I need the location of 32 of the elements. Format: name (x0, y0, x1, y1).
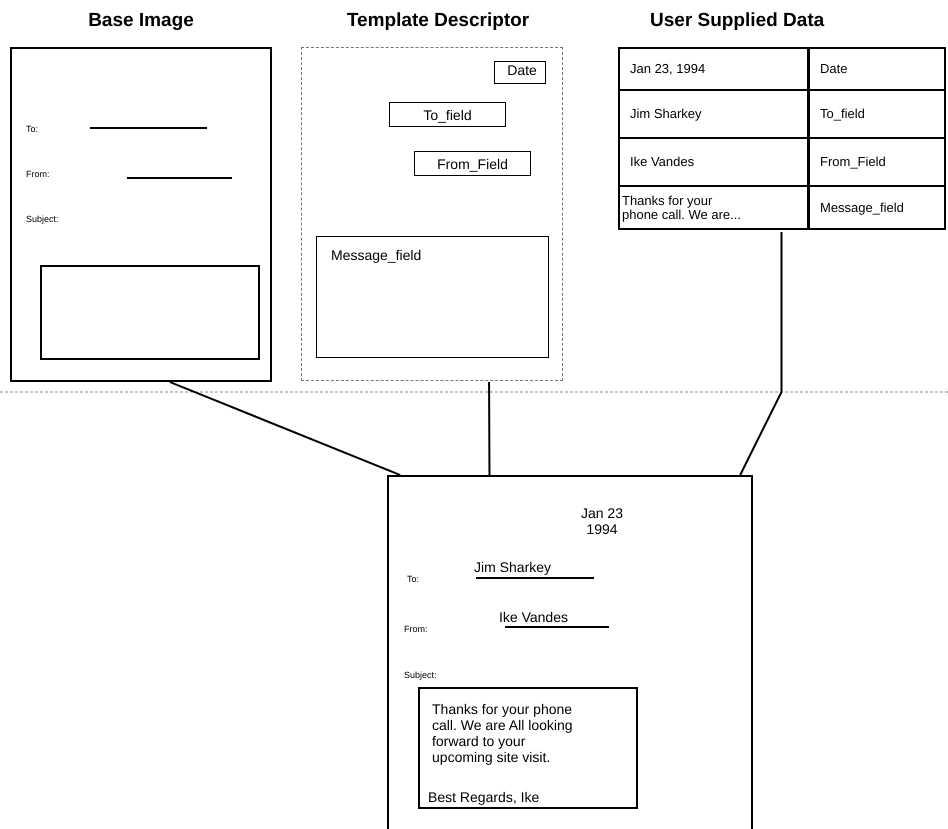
connector-line (169, 381, 401, 476)
table-cell: From_Field (810, 139, 944, 187)
field-box: To_field (389, 102, 506, 127)
connector-line (739, 232, 782, 476)
message-box (40, 265, 260, 360)
field-value: Ike Vandes (499, 609, 570, 625)
field-label: Subject: (404, 670, 438, 680)
field-label: Subject: (26, 214, 60, 224)
connector-line (488, 382, 490, 475)
table-cell: Date (810, 49, 944, 91)
date-text: Jan 23 1994 (580, 505, 624, 537)
field-box: Message_field (316, 236, 549, 358)
table-cell-text: Message_field (819, 198, 905, 217)
message-text: Thanks for your phone call. We are All looking forward to your upcoming site visit. (432, 701, 574, 765)
signature-text: Best Regards, Ike (428, 789, 540, 805)
table-cell: Jim Sharkey (620, 91, 810, 139)
table-cell: Ike Vandes (620, 139, 810, 187)
document-page (387, 475, 753, 829)
table-cell: To_field (810, 91, 944, 139)
heading: User Supplied Data (650, 10, 826, 32)
field-box: From_Field (414, 151, 531, 176)
heading: Template Descriptor (346, 10, 530, 32)
field-label: To: (26, 124, 40, 134)
field-label: To: (407, 574, 420, 584)
field-label: From: (404, 624, 428, 634)
field-value: Jim Sharkey (474, 559, 552, 575)
table-cell: Jan 23, 1994 (620, 49, 810, 91)
field-box: Date (494, 61, 546, 84)
table-cell: Thanks for your phone call. We are... (620, 187, 810, 228)
field-box (418, 687, 638, 809)
heading: Base Image (87, 10, 195, 32)
field-label: From: (26, 169, 50, 179)
